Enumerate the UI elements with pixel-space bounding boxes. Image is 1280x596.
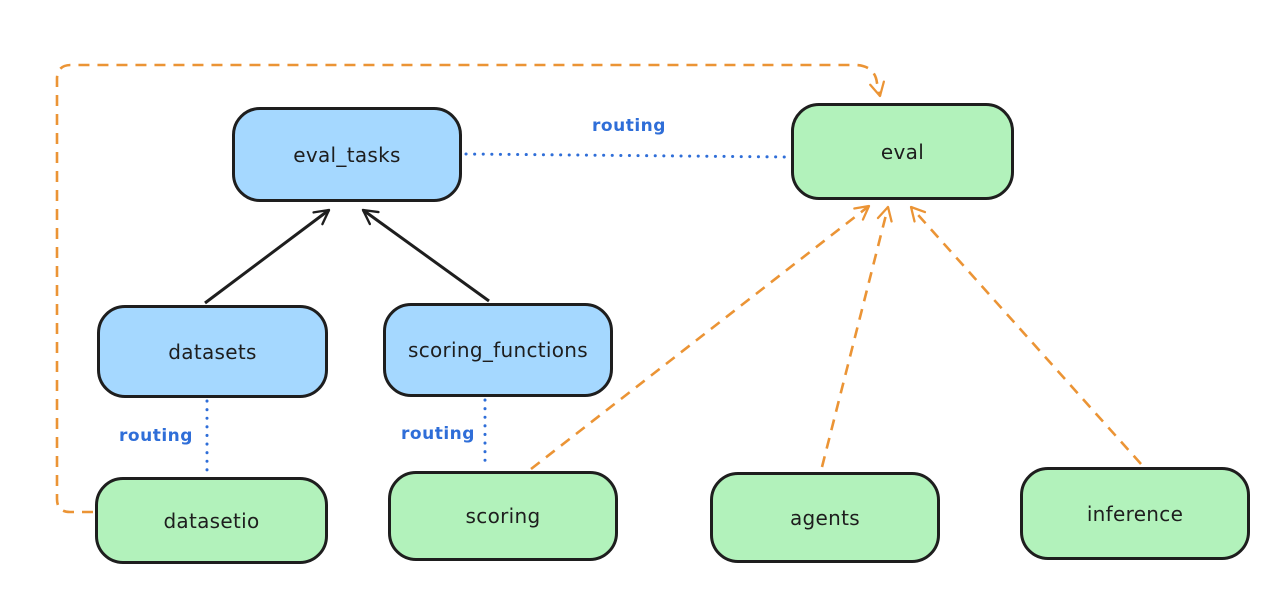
edge-inference-to-eval bbox=[909, 205, 1142, 465]
edge-label-routing-top: routing bbox=[592, 116, 666, 136]
node-inference-label: inference bbox=[1086, 501, 1184, 526]
edge-scoring-functions-to-eval-tasks bbox=[361, 208, 490, 303]
node-datasetio-label: datasetio bbox=[163, 508, 260, 533]
node-scoring: scoring bbox=[388, 471, 618, 561]
node-datasets: datasets bbox=[97, 305, 328, 398]
node-eval-tasks: eval_tasks bbox=[232, 107, 462, 202]
node-scoring-functions-label: scoring_functions bbox=[407, 338, 589, 362]
edge-eval-tasks-to-eval-routing bbox=[464, 152, 790, 159]
node-datasetio: datasetio bbox=[95, 477, 328, 564]
node-eval-tasks-label: eval_tasks bbox=[293, 142, 401, 167]
node-eval: eval bbox=[791, 103, 1014, 200]
node-scoring-functions: scoring_functions bbox=[383, 303, 613, 397]
edge-datasets-to-eval-tasks bbox=[204, 208, 331, 305]
edge-scoring-to-eval bbox=[530, 204, 871, 471]
node-datasets-label: datasets bbox=[168, 339, 257, 364]
node-agents-label: agents bbox=[790, 505, 860, 530]
node-scoring-label: scoring bbox=[465, 504, 541, 528]
node-inference: inference bbox=[1020, 467, 1250, 560]
edge-label-routing-mid: routing bbox=[401, 424, 475, 444]
node-eval-label: eval bbox=[880, 139, 925, 164]
edge-agents-to-eval bbox=[820, 205, 893, 468]
edge-datasetio-to-eval bbox=[55, 63, 886, 514]
node-agents: agents bbox=[710, 472, 940, 563]
edge-label-routing-left: routing bbox=[119, 426, 193, 446]
